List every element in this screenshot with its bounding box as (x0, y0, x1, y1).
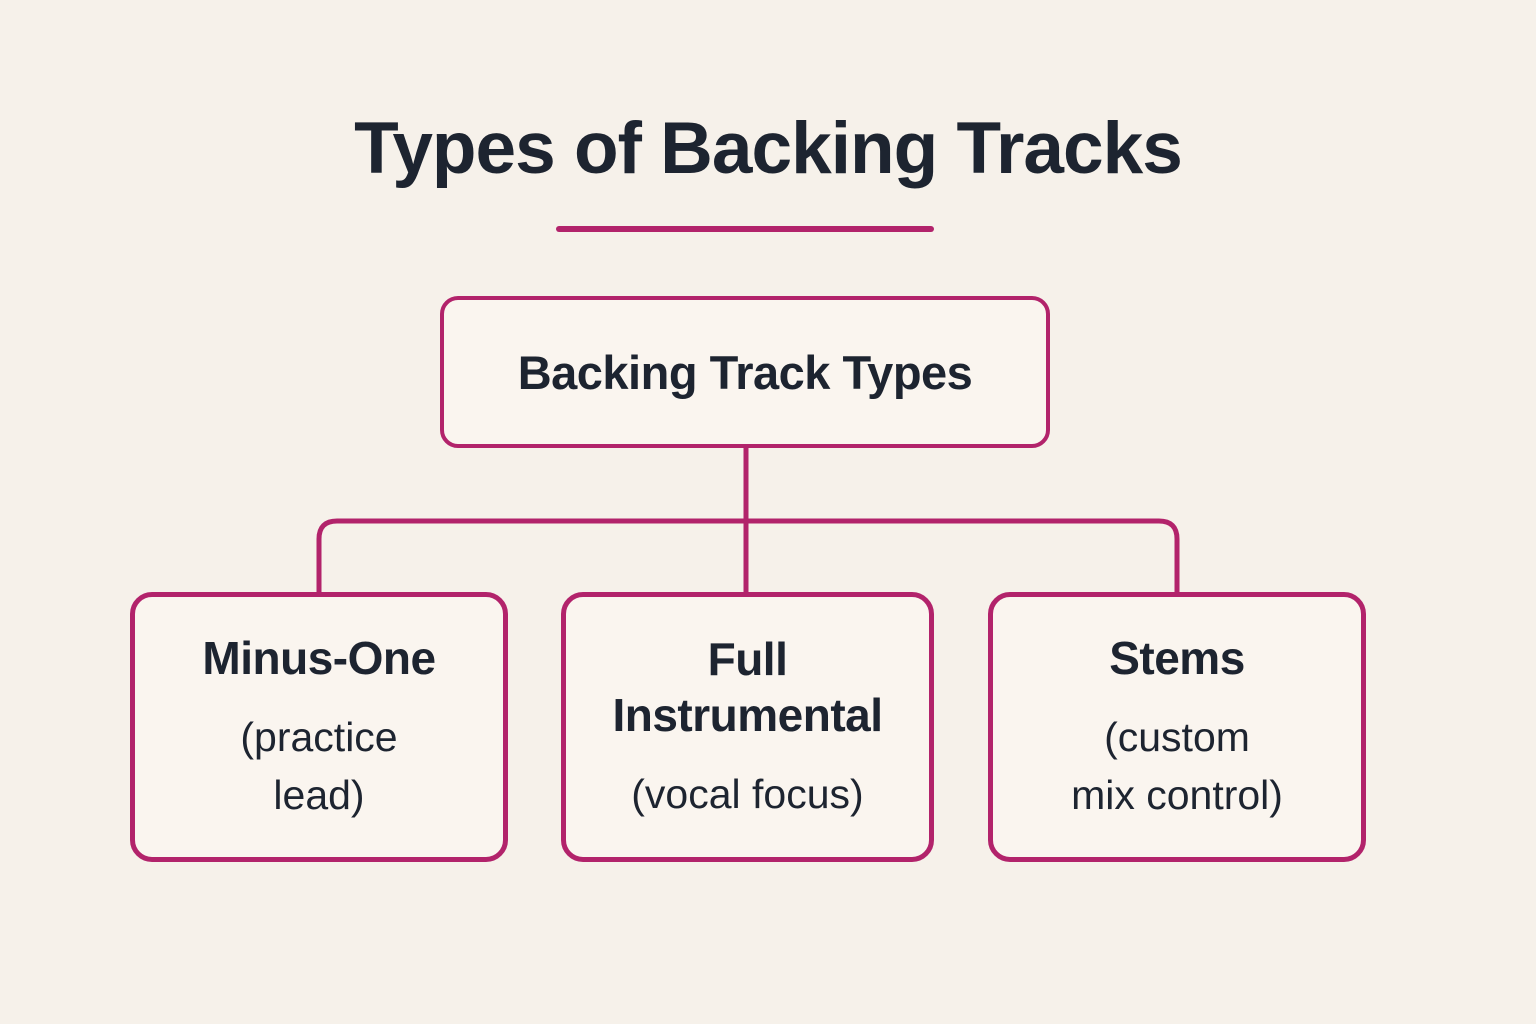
node-subtitle: (practice lead) (240, 708, 397, 824)
node-subtitle-line: mix control) (1071, 772, 1283, 818)
node-subtitle-line: (custom (1104, 714, 1250, 760)
node-title: Backing Track Types (517, 345, 973, 399)
node-subtitle: (custom mix control) (1071, 708, 1283, 824)
node-title-line: Full (707, 633, 788, 685)
node-subtitle-line: (practice (240, 714, 398, 760)
diagram-title: Types of Backing Tracks (354, 108, 1183, 189)
node-title-line: Stems (1109, 632, 1245, 684)
node-title-line: Instrumental (612, 689, 883, 741)
node-subtitle: (vocal focus) (631, 765, 863, 823)
node-minus-one: Minus-One (practice lead) (130, 592, 508, 862)
title-underline (556, 226, 934, 232)
node-subtitle-line: lead) (273, 772, 365, 818)
node-title-line: Minus-One (202, 632, 436, 684)
node-title: Minus-One (202, 630, 436, 686)
node-subtitle-line: (vocal focus) (631, 771, 864, 817)
node-full-instrumental: Full Instrumental (vocal focus) (561, 592, 934, 862)
node-title: Stems (1109, 630, 1245, 686)
node-stems: Stems (custom mix control) (988, 592, 1366, 862)
connector-rail (316, 518, 1180, 592)
node-title: Full Instrumental (612, 631, 883, 743)
node-backing-track-types: Backing Track Types (440, 296, 1050, 448)
